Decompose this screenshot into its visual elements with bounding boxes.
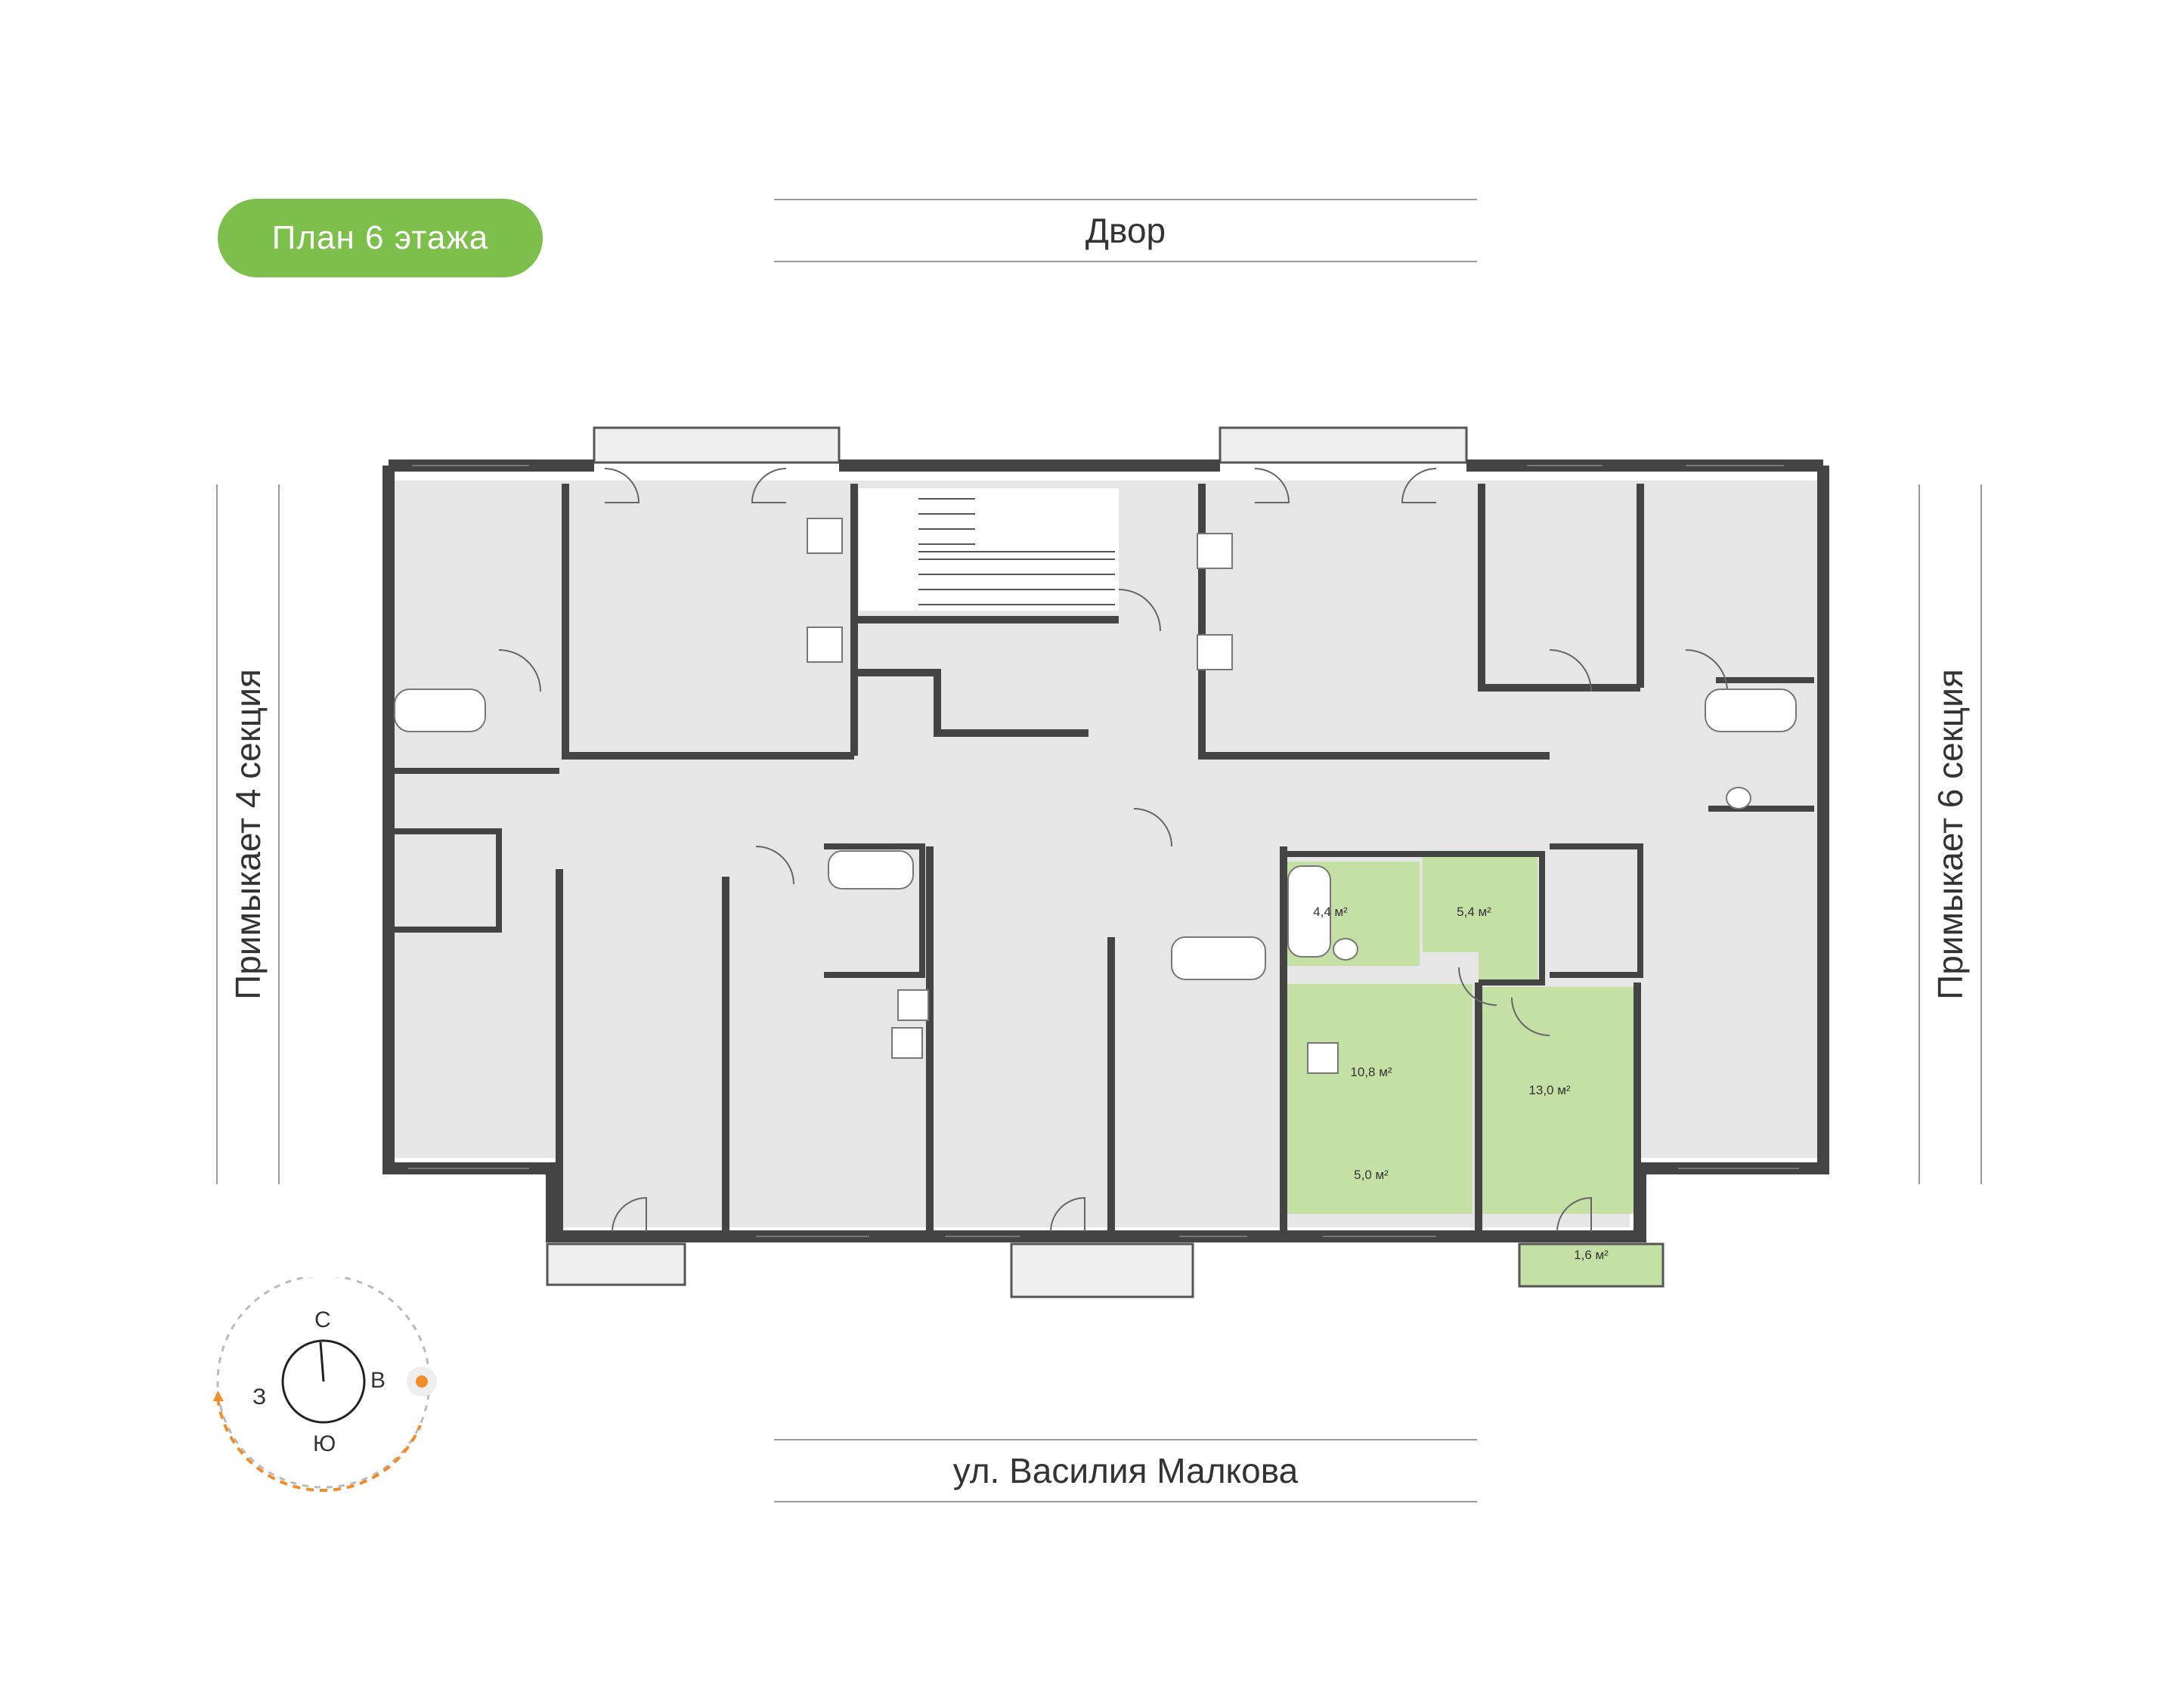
- room-area-label: 13,0 м²: [1528, 1083, 1570, 1097]
- street-label: ул. Василия Малкова: [774, 1439, 1477, 1502]
- compass-north: С: [314, 1307, 331, 1332]
- fixtures: [394, 518, 1797, 1074]
- kitchen-area: [1287, 984, 1472, 1214]
- compass-graphic: [213, 1274, 437, 1492]
- bathroom-area-label: 4,4 м²: [1313, 905, 1348, 919]
- courtyard-label: Двор: [774, 199, 1477, 262]
- floor-plan-badge: План 6 этажа: [218, 199, 543, 277]
- hall-area-label: 5,4 м²: [1457, 905, 1491, 919]
- compass: С В Ю З: [204, 1274, 461, 1519]
- balconies: [546, 426, 1468, 1298]
- balcony: [1518, 1242, 1664, 1288]
- compass-east: В: [370, 1368, 386, 1393]
- doors: [498, 468, 1728, 1233]
- staircase: [859, 488, 1119, 611]
- compass-south: Ю: [313, 1431, 336, 1456]
- loggia-area-label: 5,0 м²: [1354, 1168, 1389, 1182]
- balcony-area-label: 1,6 м²: [1574, 1248, 1609, 1262]
- right-adjacent-section: Примыкает 6 секция: [1918, 484, 1982, 1184]
- left-adjacent-section: Примыкает 4 секция: [216, 484, 280, 1184]
- kitchen-area-label: 10,8 м²: [1350, 1065, 1392, 1079]
- compass-west: З: [252, 1385, 267, 1409]
- room-area: [1482, 987, 1634, 1214]
- windows: [408, 465, 1799, 1237]
- hall-area: [1423, 851, 1538, 984]
